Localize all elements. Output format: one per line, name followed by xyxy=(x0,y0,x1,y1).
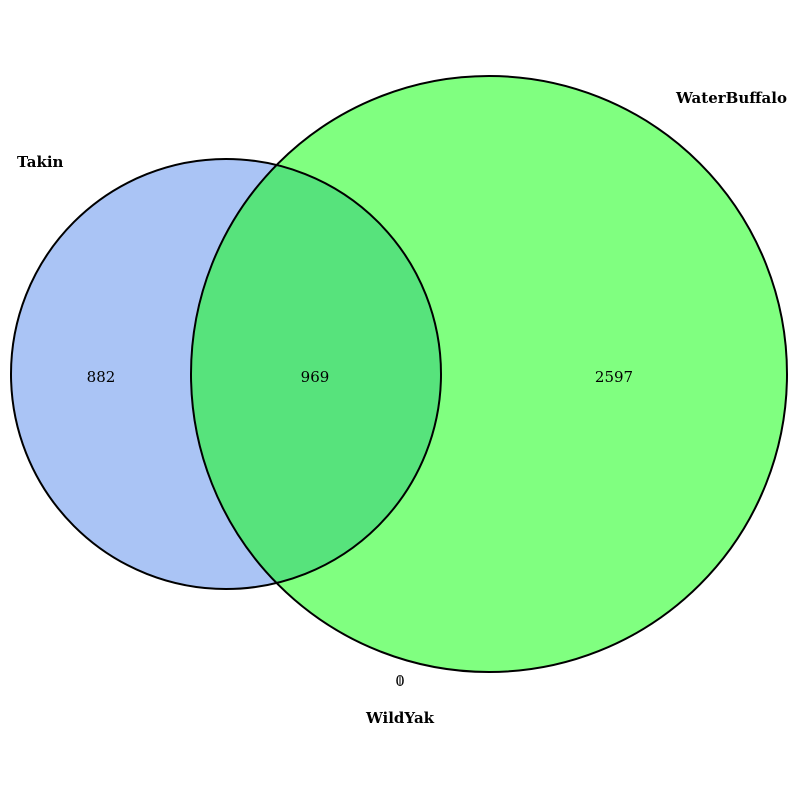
takin-waterbuffalo-overlap xyxy=(191,159,441,589)
wildyak-label: WildYak xyxy=(365,709,435,727)
takin-circle-outline xyxy=(10,158,442,590)
takin-label: Takin xyxy=(17,153,64,171)
wildyak-only-count: 0 xyxy=(395,672,405,690)
waterbuffalo-label: WaterBuffalo xyxy=(675,89,787,107)
takin-waterbuffalo-count: 969 xyxy=(301,368,330,386)
waterbuffalo-only-count: 2597 xyxy=(595,368,633,386)
waterbuffalo-circle-outline xyxy=(190,75,788,673)
takin-only-count: 882 xyxy=(87,368,116,386)
